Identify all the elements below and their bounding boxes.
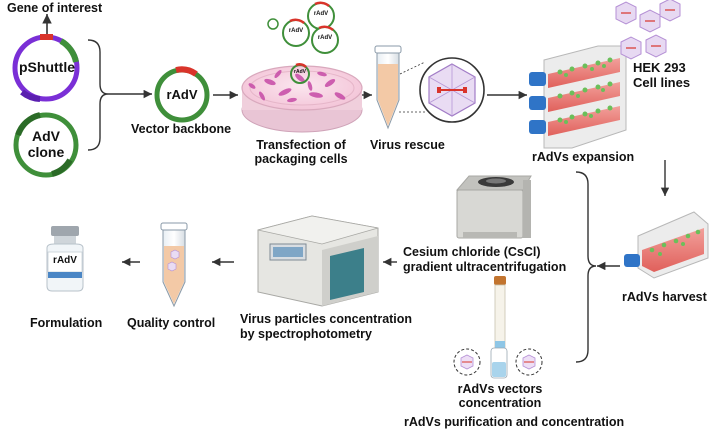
hek293-label: HEK 293 Cell lines [633, 60, 690, 90]
virion-magnified [419, 57, 485, 123]
vectors-concentration [453, 347, 543, 379]
transfection-line2: packaging cells [254, 152, 348, 166]
dish-plasmid-label-2: rAdV [313, 11, 329, 17]
pshuttle-plasmid [12, 34, 80, 102]
virus-rescue-tube [374, 45, 402, 130]
dish-plasmid-label-4: rAdV [294, 69, 306, 75]
dish-plasmid-label-3: rAdV [317, 35, 333, 41]
adv-clone-line1: AdV [32, 128, 60, 144]
vectors-line1: rAdVs vectors [457, 382, 543, 396]
formulation-label: Formulation [30, 316, 103, 330]
vial-label: rAdV [53, 255, 77, 266]
radv-plasmid [154, 66, 210, 123]
bracket-right [575, 171, 620, 363]
spectro-line1: Virus particles concentration [240, 312, 413, 326]
bracket-left [87, 39, 152, 151]
cscl-tube [494, 276, 506, 353]
dish-plasmid-label-1: rAdV [288, 28, 304, 34]
spectrophotometer [257, 215, 379, 307]
adv-clone-line2: clone [27, 144, 65, 160]
qc-tube [160, 222, 188, 308]
ultracentrifuge [455, 175, 532, 239]
gene-of-interest-label: Gene of interest [7, 1, 103, 15]
cscl-line2: gradient ultracentrifugation [403, 260, 567, 274]
petri-dish [241, 63, 363, 133]
magnify-lines [399, 61, 426, 113]
hek-line2: Cell lines [633, 75, 691, 90]
cscl-line1: Cesium chloride (CsCl) [403, 245, 541, 259]
radv-plasmid-label: rAdV [166, 87, 198, 102]
multilayer-flask [529, 45, 627, 149]
vector-backbone-label: Vector backbone [131, 122, 232, 136]
hek-line1: HEK 293 [633, 60, 686, 75]
purification-label: rAdVs purification and concentration [404, 415, 625, 429]
harvest-label: rAdVs harvest [622, 290, 707, 304]
adv-clone-plasmid [13, 112, 79, 178]
formulation-vial [46, 226, 84, 292]
vectors-line2: concentration [458, 396, 542, 410]
virus-rescue-label: Virus rescue [370, 138, 445, 152]
adv-clone-label: AdV clone [24, 128, 68, 160]
spectro-label: Virus particles concentration by spectro… [240, 312, 412, 342]
transfection-line1: Transfection of [256, 138, 346, 152]
spectro-line2: by spectrophotometry [240, 327, 372, 341]
hek293-cells [615, 0, 681, 60]
cscl-label: Cesium chloride (CsCl) gradient ultracen… [403, 245, 566, 275]
harvest-flask [624, 211, 709, 279]
pshuttle-label: pShuttle [19, 59, 75, 75]
vectors-concentration-label: rAdVs vectors concentration [450, 382, 550, 410]
dish-plasmids [267, 1, 339, 54]
transfection-label: Transfection of packaging cells [240, 138, 362, 166]
expansion-label: rAdVs expansion [532, 150, 635, 164]
quality-control-label: Quality control [127, 316, 216, 330]
